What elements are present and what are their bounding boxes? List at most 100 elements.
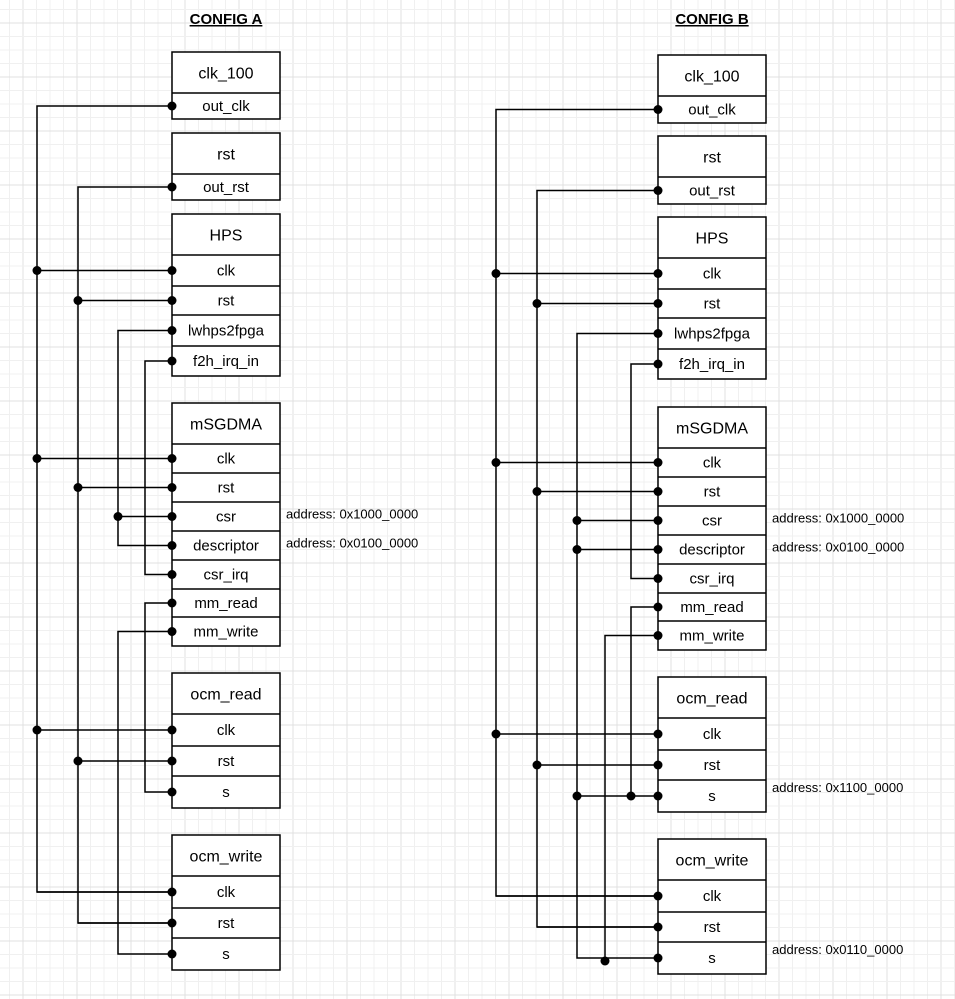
block-outline [171, 132, 281, 201]
junction-dot [32, 454, 42, 463]
block-outline [171, 834, 281, 971]
port-dot [653, 516, 663, 525]
port-dot [167, 918, 177, 928]
block-name: mSGDMA [190, 417, 262, 434]
port-label: csr_irq [689, 571, 734, 588]
block-outline [171, 672, 281, 809]
port-label: mm_write [679, 628, 744, 645]
lwhps2fpga-wire [117, 329, 172, 547]
port-dot [167, 787, 177, 797]
address-label: address: 0x1100_0000 [772, 780, 903, 795]
port-label: descriptor [679, 542, 745, 559]
irq-wire [144, 360, 172, 576]
port-label: clk [703, 455, 722, 472]
block-name: rst [217, 147, 235, 164]
junction-dot [32, 266, 42, 275]
block-outline [657, 54, 767, 124]
port-dot [167, 627, 177, 636]
block-name: rst [703, 150, 721, 167]
port-label: rst [704, 919, 721, 936]
rst-wire [536, 189, 658, 928]
port-dot [167, 266, 177, 275]
port-label: s [708, 950, 716, 967]
port-label: clk [217, 884, 236, 901]
port-label: mm_read [680, 599, 743, 616]
junction-dot [73, 756, 83, 766]
junction-dot [626, 791, 636, 801]
junction-dot [532, 760, 542, 770]
irq-wire [630, 363, 658, 580]
block-outline [171, 213, 281, 377]
mm-write-wire [117, 630, 172, 955]
port-label: clk [703, 266, 722, 283]
address-label: address: 0x0100_0000 [772, 540, 904, 555]
port-dot [653, 269, 663, 278]
port-label: lwhps2fpga [674, 326, 751, 343]
port-label: out_rst [689, 183, 736, 200]
junction-dot [491, 729, 501, 739]
port-label: s [222, 946, 230, 963]
block-name: ocm_read [676, 691, 747, 708]
port-label: out_rst [203, 179, 250, 196]
port-dot [167, 756, 177, 766]
mm-read-wire [630, 606, 658, 796]
junction-dot [532, 487, 542, 496]
mm-read-wire [144, 602, 172, 793]
port-dot [167, 598, 177, 608]
junction-dot [32, 725, 42, 735]
block-name: clk_100 [684, 69, 739, 86]
blocks: clk_100out_clkrstout_rstHPSclkrstlwhps2f… [171, 51, 904, 975]
port-label: descriptor [193, 538, 259, 555]
port-label: clk [217, 263, 236, 280]
config-title: CONFIG B [675, 11, 748, 28]
port-dot [653, 487, 663, 496]
block-name: clk_100 [198, 66, 253, 83]
block-name: ocm_read [190, 687, 261, 704]
junction-dot [532, 299, 542, 308]
port-dot [653, 359, 663, 369]
port-dot [167, 887, 177, 897]
port-dot [653, 602, 663, 612]
port-dot [167, 326, 177, 335]
port-dot [167, 454, 177, 463]
mm-write-wire [604, 634, 658, 961]
port-dot [167, 182, 177, 192]
port-dot [653, 105, 663, 114]
port-dot [653, 631, 663, 640]
port-label: f2h_irq_in [193, 353, 259, 370]
port-dot [167, 512, 177, 521]
port-dot [653, 760, 663, 770]
address-label: address: 0x1000_0000 [772, 511, 904, 526]
junction-dot [600, 956, 610, 966]
port-label: f2h_irq_in [679, 356, 745, 373]
port-label: rst [218, 293, 235, 310]
junction-dot [491, 458, 501, 467]
config-title: CONFIG A [190, 11, 263, 28]
port-label: rst [218, 753, 235, 770]
block-rst: rst out_rst [657, 135, 767, 205]
junction-dot [113, 512, 123, 521]
junction-dot [73, 483, 83, 492]
port-dot [167, 725, 177, 735]
port-dot [167, 949, 177, 959]
block-outline [657, 216, 767, 380]
port-label: rst [704, 484, 721, 501]
port-label: s [222, 784, 230, 801]
port-dot [167, 356, 177, 366]
block-name: mSGDMA [676, 421, 748, 438]
port-dot [653, 574, 663, 583]
port-dot [653, 545, 663, 554]
junction-dot [572, 791, 582, 801]
